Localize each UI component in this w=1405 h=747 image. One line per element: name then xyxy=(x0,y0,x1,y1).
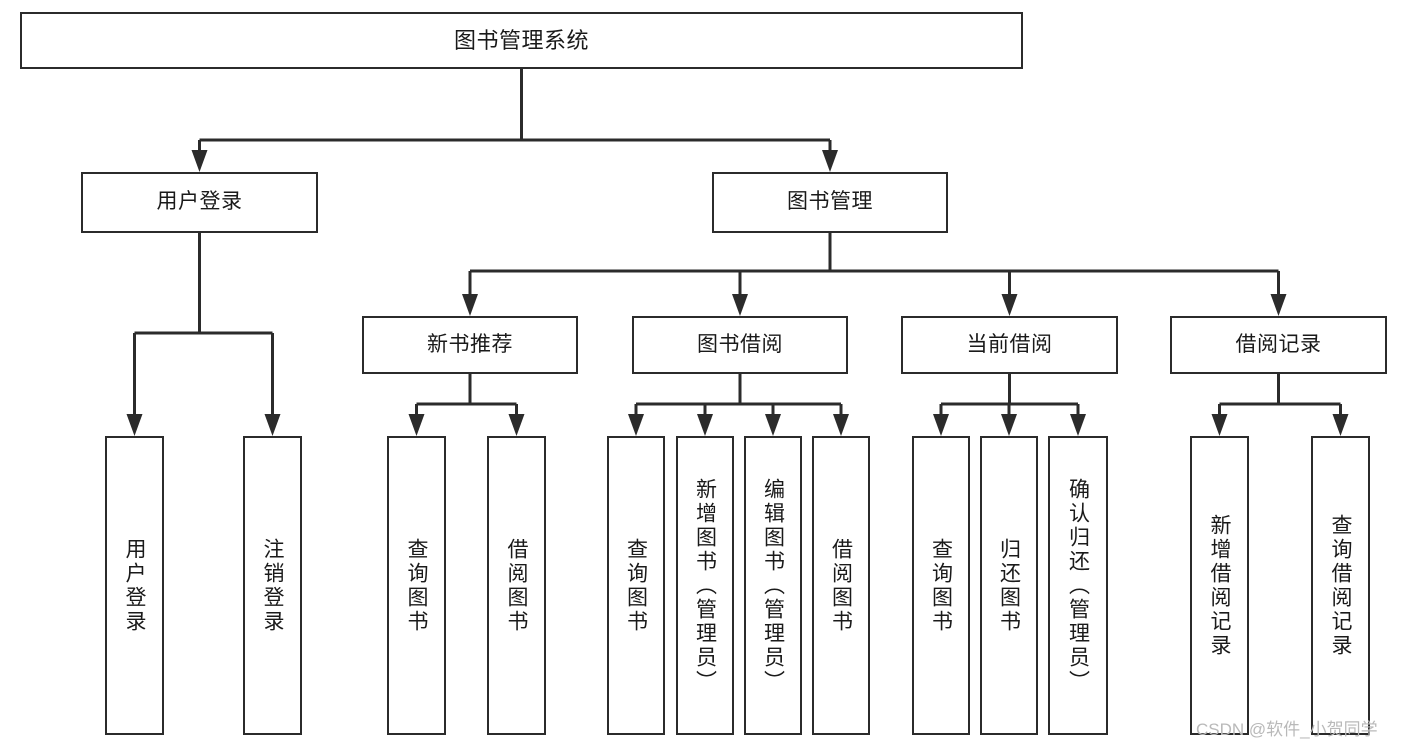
connector-arrowhead xyxy=(628,414,644,436)
csdn-watermark: CSDN @软件_小贺同学 xyxy=(1196,720,1378,739)
connector-arrowhead xyxy=(933,414,949,436)
node-label: 查询图书 xyxy=(405,537,428,634)
node-leaf-add-record: 新增借阅记录 xyxy=(1190,436,1249,735)
connector-arrowhead xyxy=(822,150,838,172)
connector-arrowhead xyxy=(508,414,525,436)
connector-arrowhead xyxy=(833,414,849,436)
node-leaf-query-book-3: 查询图书 xyxy=(912,436,970,735)
node-label: 归还图书 xyxy=(997,537,1021,634)
node-leaf-return-book: 归还图书 xyxy=(980,436,1038,735)
connector-arrowhead xyxy=(765,414,781,436)
node-label: 新增借阅记录 xyxy=(1208,513,1231,658)
connector-arrowhead xyxy=(1270,294,1287,316)
node-current-borrow: 当前借阅 xyxy=(901,316,1118,374)
node-borrow-record: 借阅记录 xyxy=(1170,316,1387,374)
node-leaf-borrow-book-2: 借阅图书 xyxy=(812,436,870,735)
node-leaf-confirm-return: 确认归还（管理员） xyxy=(1048,436,1108,735)
node-label: 查询借阅记录 xyxy=(1329,513,1352,658)
node-leaf-query-book-1: 查询图书 xyxy=(387,436,446,735)
node-label: 新书推荐 xyxy=(427,332,513,356)
connector-arrowhead xyxy=(1001,414,1017,436)
connector-arrowhead xyxy=(408,414,425,436)
node-book-borrow: 图书借阅 xyxy=(632,316,848,374)
node-label: 图书借阅 xyxy=(697,332,783,356)
node-label: 借阅记录 xyxy=(1235,332,1322,356)
connector-arrowhead xyxy=(191,150,208,172)
connector-arrowhead xyxy=(732,294,748,316)
connector-arrowhead xyxy=(1070,414,1086,436)
node-leaf-query-record: 查询借阅记录 xyxy=(1311,436,1370,735)
node-root: 图书管理系统 xyxy=(20,12,1023,69)
node-label: 当前借阅 xyxy=(966,332,1053,356)
node-leaf-edit-book: 编辑图书（管理员） xyxy=(744,436,802,735)
node-label: 借阅图书 xyxy=(505,537,528,634)
node-label: 注销登录 xyxy=(261,537,284,634)
node-label: 借阅图书 xyxy=(829,537,853,634)
node-label: 图书管理 xyxy=(787,190,873,214)
node-leaf-logout: 注销登录 xyxy=(243,436,302,735)
node-label: 编辑图书（管理员） xyxy=(761,477,785,694)
connector-arrowhead xyxy=(1211,414,1228,436)
connector-arrowhead xyxy=(264,414,281,436)
connector-arrowhead xyxy=(1332,414,1349,436)
node-leaf-query-book-2: 查询图书 xyxy=(607,436,665,735)
node-label: 用户登录 xyxy=(156,190,243,214)
node-label: 查询图书 xyxy=(929,537,953,634)
node-leaf-add-book: 新增图书（管理员） xyxy=(676,436,734,735)
connector-arrowhead xyxy=(697,414,713,436)
node-label: 新增图书（管理员） xyxy=(693,477,717,694)
connector-arrowhead xyxy=(462,294,478,316)
node-leaf-borrow-book-1: 借阅图书 xyxy=(487,436,546,735)
node-leaf-user-login: 用户登录 xyxy=(105,436,164,735)
node-label: 图书管理系统 xyxy=(453,27,589,53)
connector-arrowhead xyxy=(126,414,143,436)
node-label: 确认归还（管理员） xyxy=(1066,477,1090,694)
connector-arrowhead xyxy=(1001,294,1018,316)
node-new-book-rec: 新书推荐 xyxy=(362,316,578,374)
node-book-manage: 图书管理 xyxy=(712,172,948,233)
node-label: 查询图书 xyxy=(624,537,648,634)
node-user-login: 用户登录 xyxy=(81,172,318,233)
node-label: 用户登录 xyxy=(123,537,146,634)
